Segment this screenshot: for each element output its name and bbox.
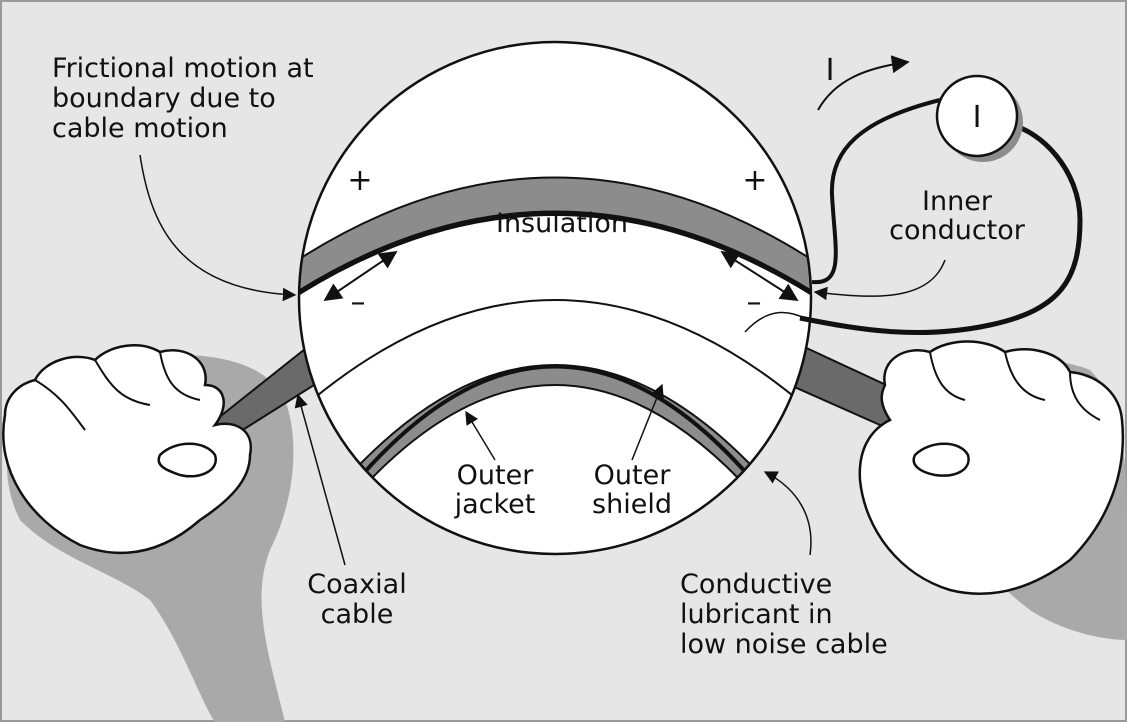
coaxial-leader — [294, 393, 346, 566]
lubricant-label-3: low noise cable — [680, 629, 888, 660]
frictional-motion-label-3: cable motion — [52, 113, 228, 144]
outer-jacket-leader — [465, 410, 496, 461]
frictional-leader — [139, 154, 297, 302]
meter-lead-inner — [811, 98, 941, 285]
friction-arrow-left — [323, 250, 398, 302]
friction-arrow-right — [720, 251, 799, 301]
inner-conductor-label-1: Inner — [922, 186, 993, 217]
insulation-label: Insulation — [496, 208, 628, 239]
plus-sign-left: + — [347, 163, 372, 198]
coaxial-cable-label-1: Coaxial — [307, 569, 406, 600]
outer-jacket-label-2: jacket — [454, 489, 536, 520]
minus-sign-right: – — [747, 285, 762, 320]
inner-conductor-leader — [813, 259, 946, 301]
outer-shield-label-1: Outer — [594, 460, 672, 491]
outer-jacket-label-1: Outer — [457, 460, 535, 491]
plus-sign-right: + — [742, 163, 767, 198]
left-thumb — [157, 442, 217, 478]
frictional-motion-label-2: boundary due to — [52, 83, 276, 114]
right-hand — [858, 340, 1125, 595]
current-meter — [935, 74, 1019, 158]
lubricant-label-2: lubricant in — [680, 599, 833, 630]
coaxial-cable-label-2: cable — [321, 599, 394, 630]
lubricant-leader — [763, 471, 812, 556]
outer-shield-label-2: shield — [592, 489, 672, 520]
current-direction-arrow — [817, 55, 910, 111]
minus-sign-left: – — [351, 285, 366, 320]
frictional-motion-label-1: Frictional motion at — [52, 53, 314, 84]
meter-lead-outer — [799, 122, 1083, 336]
inner-conductor-label-2: conductor — [889, 215, 1026, 246]
meter-symbol: I — [973, 100, 982, 135]
magnifier-circle — [299, 42, 811, 554]
outer-shield-line — [360, 364, 750, 477]
outer-shield-leader — [631, 383, 664, 461]
magnifier-outline — [297, 40, 813, 556]
lubricant-pointer-leader — [744, 311, 806, 333]
right-thumb — [912, 442, 970, 477]
lubricant-label-1: Conductive — [680, 569, 832, 600]
current-symbol: I — [826, 53, 835, 88]
lubricant-layer-boundary — [299, 299, 811, 411]
